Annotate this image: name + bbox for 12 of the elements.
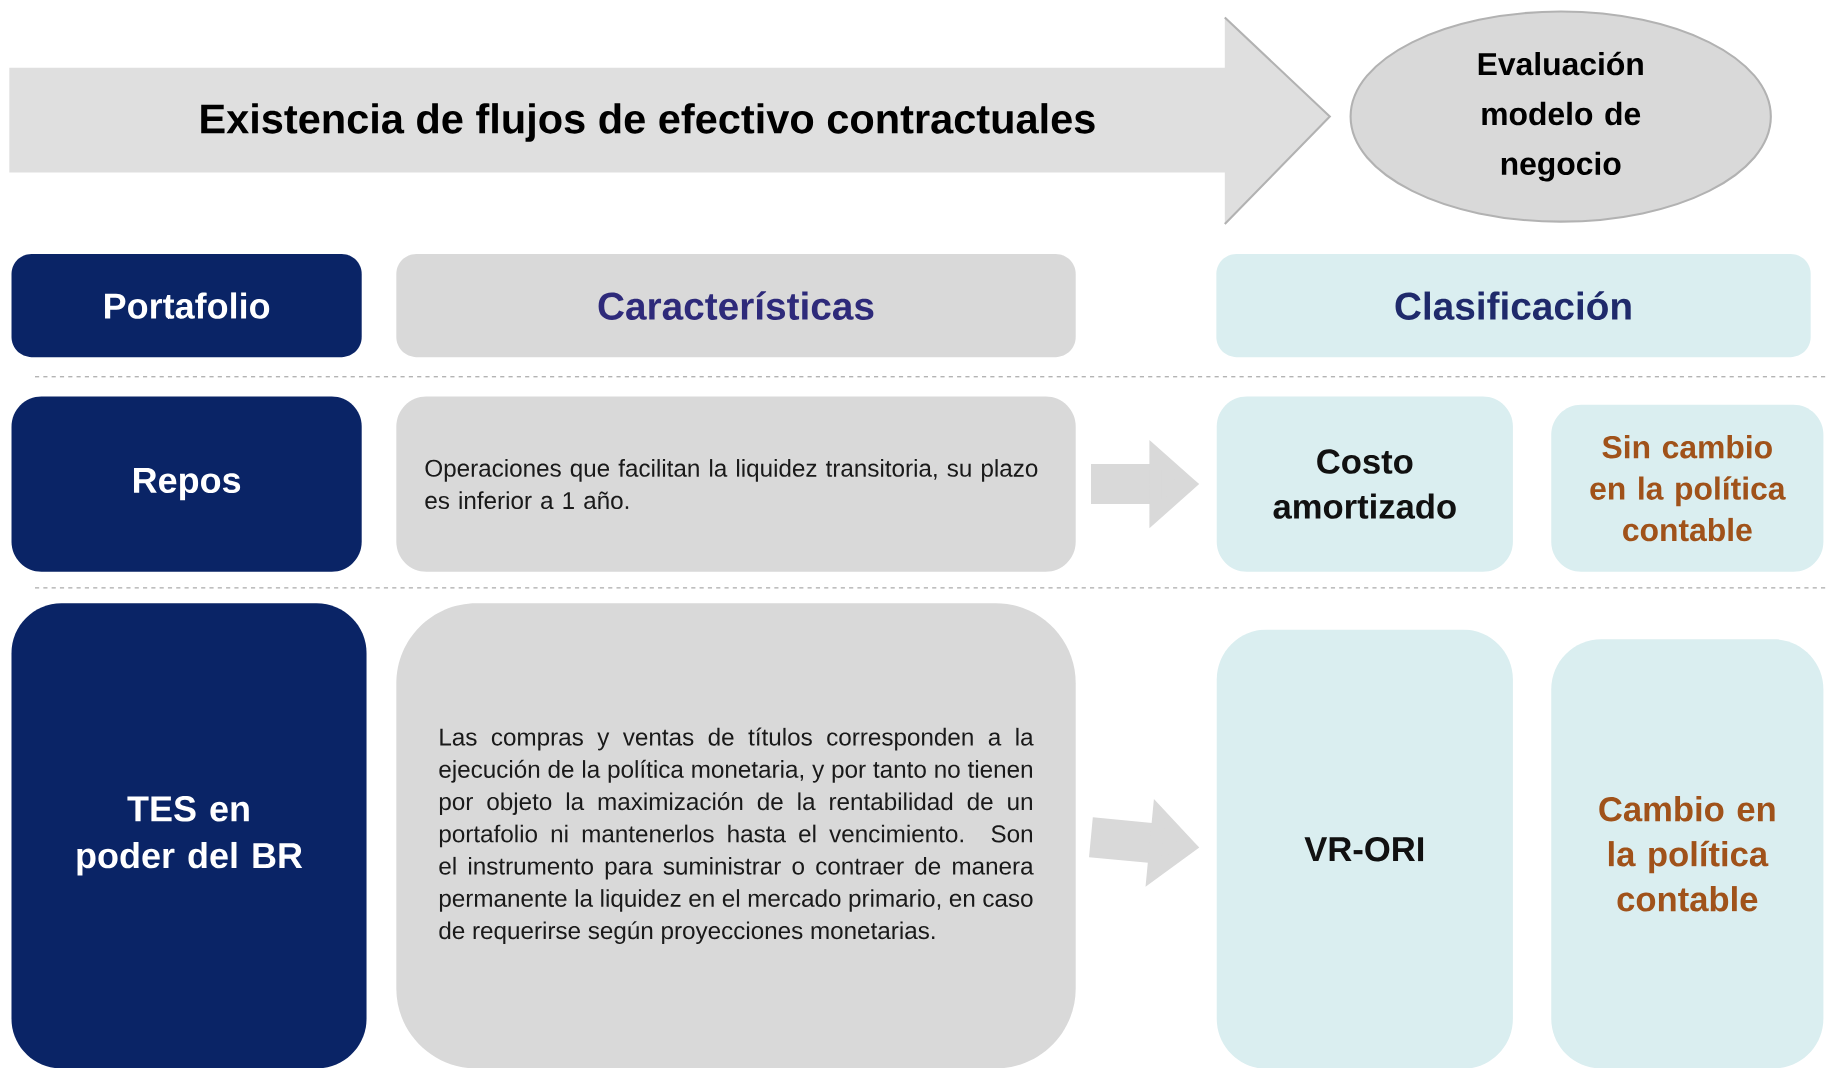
description-box: Las compras y ventas de títulos corresponden a la ejecución de la política monetaria, y por tanto no tienen por objeto la maximización de la rentabilidad de un portafolio ni mantenerlos hasta el vencimiento. Son el instrumento para suministrar o contraer de manera permanente la liquidez en el mercado primario, en caso de requerirse según proyecciones monetarias. — [396, 603, 1076, 1068]
classification-box: Costo amortizado — [1216, 396, 1513, 572]
policy-box: Cambio en la política contable — [1551, 639, 1824, 1068]
description-box: Operaciones que facilitan la liquidez transitoria, su plazo es inferior a 1 año. — [396, 396, 1076, 572]
portfolio-box: Repos — [11, 396, 362, 572]
header-box: Portafolio — [11, 254, 362, 358]
header-box: Clasificación — [1216, 254, 1811, 358]
classification-box: VR-ORI — [1216, 629, 1513, 1068]
arrow-band: Existencia de flujos de efectivo contractuales — [9, 16, 1332, 225]
header-box: Características — [396, 254, 1076, 358]
policy-box: Sin cambio en la política contable — [1551, 404, 1824, 572]
portfolio-box: TES en poder del BR — [11, 603, 367, 1068]
